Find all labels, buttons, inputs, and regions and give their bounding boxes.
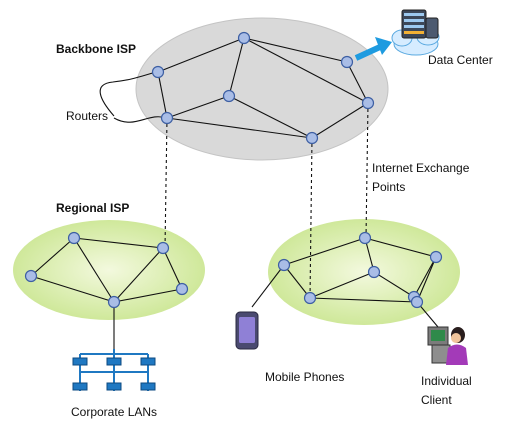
router-node [107,295,121,309]
routers-label: Routers [66,109,109,123]
regional-isp-label: Regional ISP [56,201,130,215]
server-cloud-icon [391,9,440,56]
router-node [24,269,38,283]
access-routers [277,231,443,309]
interconnect-links [164,102,369,299]
backbone-routers [151,31,375,145]
lan-node [140,382,156,391]
router-node [237,31,251,45]
router-node [277,258,291,272]
router-node [67,231,81,245]
regional-isp-cloud [13,220,205,320]
lan-node [106,382,122,391]
mobile-phone-icon [235,311,259,350]
lan-node [140,357,156,366]
backbone-links [157,37,369,139]
lan-tree-icon [72,349,156,391]
backbone-isp-label: Backbone ISP [56,42,137,56]
router-node [429,250,443,264]
regional-links [30,237,183,303]
regional-routers [24,231,189,309]
router-node [160,111,174,125]
router-node [303,291,317,305]
router-node [358,231,372,245]
router-node [361,96,375,110]
mobile-phones-label: Mobile Phones [265,370,345,384]
lan-node [72,382,88,391]
ixp-label-line1: Internet Exchange [372,161,470,175]
backbone-isp-cloud [135,17,389,161]
router-node [222,89,236,103]
data-center-label: Data Center [428,53,493,67]
router-node [340,55,354,69]
router-node [410,295,424,309]
client-label-line2: Client [421,393,452,407]
router-node [367,265,381,279]
router-node [175,282,189,296]
lan-node [72,357,88,366]
ixp-label-line2: Points [372,180,406,194]
router-node [156,241,170,255]
lan-node [106,357,122,366]
router-node [305,131,319,145]
person-at-computer-icon [427,326,468,365]
corporate-lans-label: Corporate LANs [71,405,158,419]
router-node [151,65,165,79]
client-label-line1: Individual [421,374,472,388]
data-center-arrow [354,37,392,61]
